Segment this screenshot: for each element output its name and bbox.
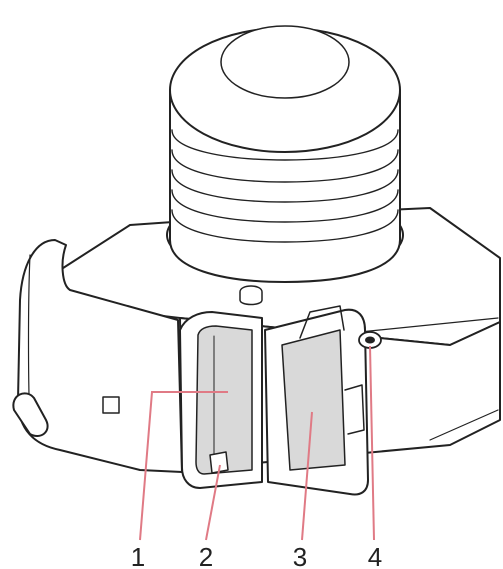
strap-lug — [12, 392, 49, 438]
callout-label-2: 2 — [199, 542, 213, 569]
callout-label-1: 1 — [131, 542, 145, 569]
battery-cover-inner — [281, 329, 346, 471]
sensor-mark — [102, 396, 120, 414]
camera-grip — [17, 239, 183, 473]
camera-illustration — [12, 25, 501, 496]
leader-3 — [301, 411, 313, 541]
battery-compartment — [195, 325, 253, 475]
battery-lock-lever — [209, 451, 229, 474]
release-button — [239, 285, 263, 306]
callout-leaders — [139, 345, 375, 541]
leader-1 — [139, 391, 228, 541]
callout-label-3: 3 — [293, 542, 307, 569]
lens-front-element — [220, 25, 350, 99]
leader-4 — [369, 345, 375, 541]
lens-focus-ring — [171, 129, 399, 243]
leader-2 — [205, 464, 221, 541]
callout-label-4: 4 — [368, 542, 382, 569]
